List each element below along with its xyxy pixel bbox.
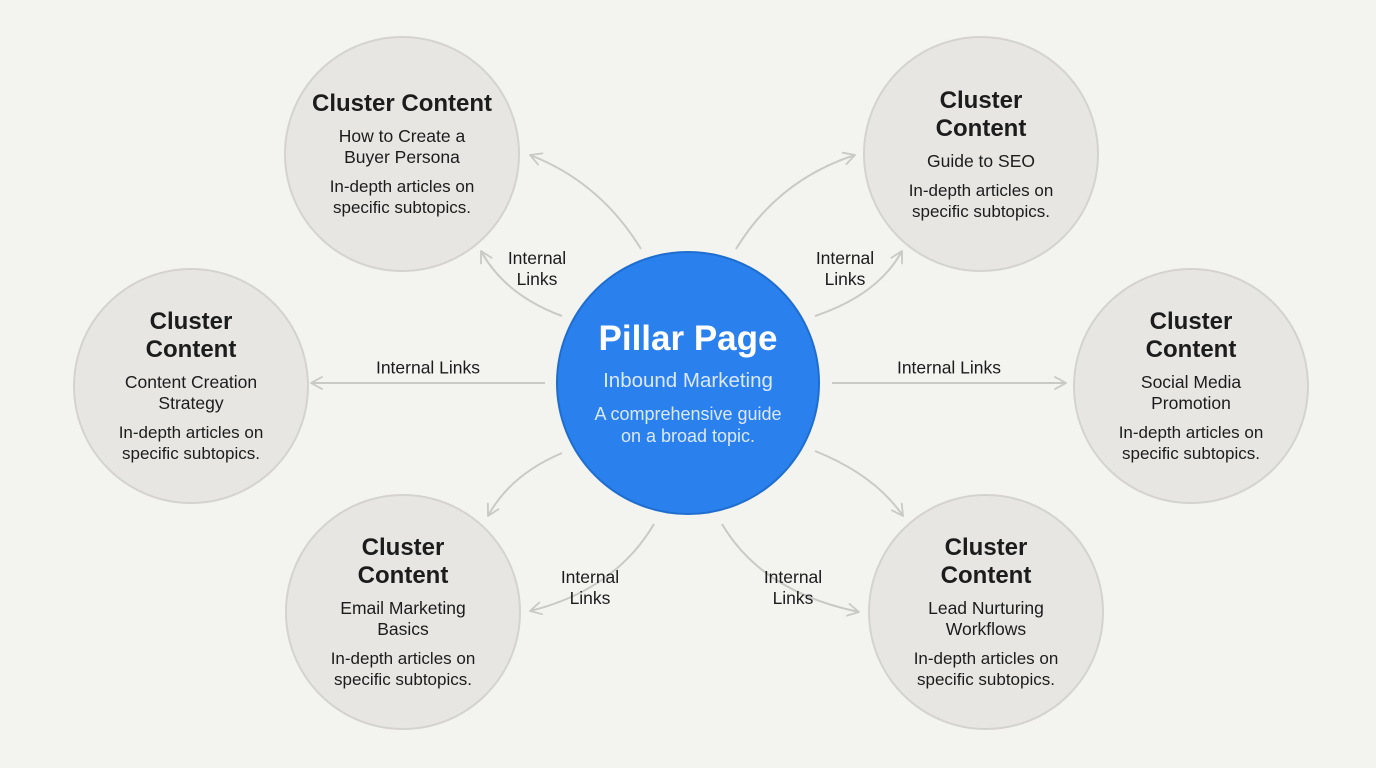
cluster-topic: Social Media Promotion	[1140, 372, 1242, 413]
link-label-content-creation: Internal Links	[375, 357, 481, 378]
cluster-description: In-depth articles on specific subtopics.	[908, 180, 1054, 221]
connector-arrow-buyer-persona-outer	[529, 152, 642, 250]
cluster-topic: Lead Nurturing Workflows	[928, 598, 1044, 639]
cluster-topic: Email Marketing Basics	[340, 598, 466, 639]
cluster-description: In-depth articles on specific subtopics.	[329, 177, 475, 217]
link-label-lead-nurturing: Internal Links	[763, 567, 823, 608]
pillar-description: A comprehensive guide on a broad topic.	[594, 404, 782, 446]
cluster-node-seo: Cluster Content Guide to SEO In-depth ar…	[863, 36, 1099, 272]
cluster-title: Cluster Content	[940, 534, 1032, 589]
cluster-title: Cluster Content	[312, 90, 492, 117]
cluster-node-lead-nurturing: Cluster Content Lead Nurturing Workflows…	[868, 494, 1104, 730]
pillar-topic: Inbound Marketing	[603, 369, 773, 392]
cluster-description: In-depth articles on specific subtopics.	[913, 649, 1059, 689]
connector-arrow-lead-nurturing-inner	[721, 523, 860, 617]
pillar-title: Pillar Page	[598, 319, 778, 358]
connector-arrow-email-marketing-outer	[487, 452, 563, 517]
connector-arrow-buyer-persona-inner	[480, 250, 563, 317]
cluster-description: In-depth articles on specific subtopics.	[330, 649, 476, 689]
cluster-node-email-marketing: Cluster Content Email Marketing Basics I…	[285, 494, 521, 730]
cluster-title: Cluster Content	[935, 86, 1027, 142]
link-label-social-media: Internal Links	[896, 357, 1002, 378]
cluster-topic: How to Create a Buyer Persona	[338, 126, 466, 167]
link-label-email-marketing: Internal Links	[560, 567, 620, 608]
cluster-topic: Content Creation Strategy	[124, 372, 258, 413]
cluster-description: In-depth articles on specific subtopics.	[118, 423, 264, 463]
link-label-buyer-persona: Internal Links	[507, 248, 567, 289]
cluster-title: Cluster Content	[357, 534, 449, 589]
cluster-topic: Guide to SEO	[927, 150, 1035, 171]
connector-arrow-email-marketing-inner	[529, 523, 655, 616]
cluster-title: Cluster Content	[145, 308, 237, 363]
cluster-description: In-depth articles on specific subtopics.	[1118, 423, 1264, 463]
cluster-node-social-media: Cluster Content Social Media Promotion I…	[1073, 268, 1309, 504]
cluster-title: Cluster Content	[1145, 308, 1237, 363]
connector-arrow-seo-inner	[814, 250, 903, 317]
pillar-page-node: Pillar Page Inbound Marketing A comprehe…	[556, 251, 820, 515]
connector-arrow-lead-nurturing-outer	[814, 450, 904, 517]
link-label-seo: Internal Links	[815, 248, 875, 289]
connector-arrow-seo-outer	[735, 151, 856, 250]
cluster-node-buyer-persona: Cluster Content How to Create a Buyer Pe…	[284, 36, 520, 272]
cluster-node-content-creation: Cluster Content Content Creation Strateg…	[73, 268, 309, 504]
